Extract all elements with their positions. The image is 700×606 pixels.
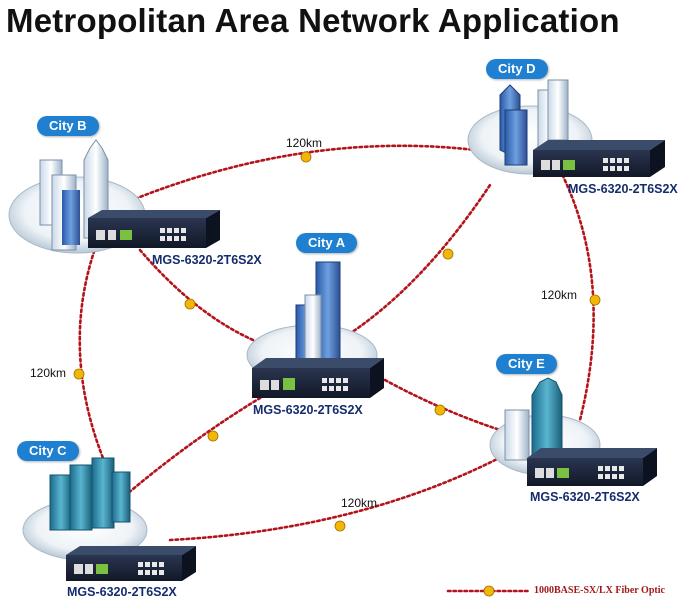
link-b-d (118, 144, 477, 207)
city-e-node (489, 377, 601, 476)
link-a-e (383, 378, 502, 432)
city-b-model: MGS-6320-2T6S2X (152, 253, 262, 267)
city-e-model: MGS-6320-2T6S2X (530, 490, 640, 504)
switch-city-e (527, 448, 657, 486)
fiber-marker (184, 298, 196, 310)
link-b-a (138, 248, 267, 347)
switch-city-a (252, 358, 384, 398)
distance-b-c: 120km (30, 366, 67, 380)
legend-label: 1000BASE-SX/LX Fiber Optic (534, 585, 665, 596)
link-a-d (338, 183, 492, 342)
city-a-model: MGS-6320-2T6S2X (253, 403, 363, 417)
diagram-title: Metropolitan Area Network Application (6, 2, 620, 39)
switch-city-b (88, 210, 220, 248)
city-c-model: MGS-6320-2T6S2X (67, 585, 177, 599)
city-d-model: MGS-6320-2T6S2X (568, 182, 678, 196)
switch-city-c (66, 546, 196, 581)
fiber-marker (207, 430, 219, 442)
switch-city-d (533, 140, 665, 177)
fiber-marker (442, 248, 454, 260)
city-b-node (8, 139, 146, 254)
fiber-marker (300, 151, 312, 163)
city-c-label: City C (17, 441, 79, 461)
link-d-e (558, 168, 595, 422)
city-c-node (22, 457, 148, 561)
link-c-e (168, 453, 507, 542)
fiber-marker (434, 404, 446, 416)
city-d-label: City D (486, 59, 548, 79)
city-b-label: City B (37, 116, 99, 136)
city-e-label: City E (496, 354, 557, 374)
fiber-marker (589, 294, 601, 306)
legend-line (446, 585, 532, 597)
distance-b-d: 120km (286, 136, 323, 150)
link-a-c (118, 393, 267, 502)
city-a-label: City A (296, 233, 358, 253)
fiber-marker (334, 520, 346, 532)
distance-c-e: 120km (341, 496, 378, 510)
link-b-c (78, 233, 112, 477)
fiber-marker (73, 368, 85, 380)
distance-d-e: 120km (541, 288, 578, 302)
